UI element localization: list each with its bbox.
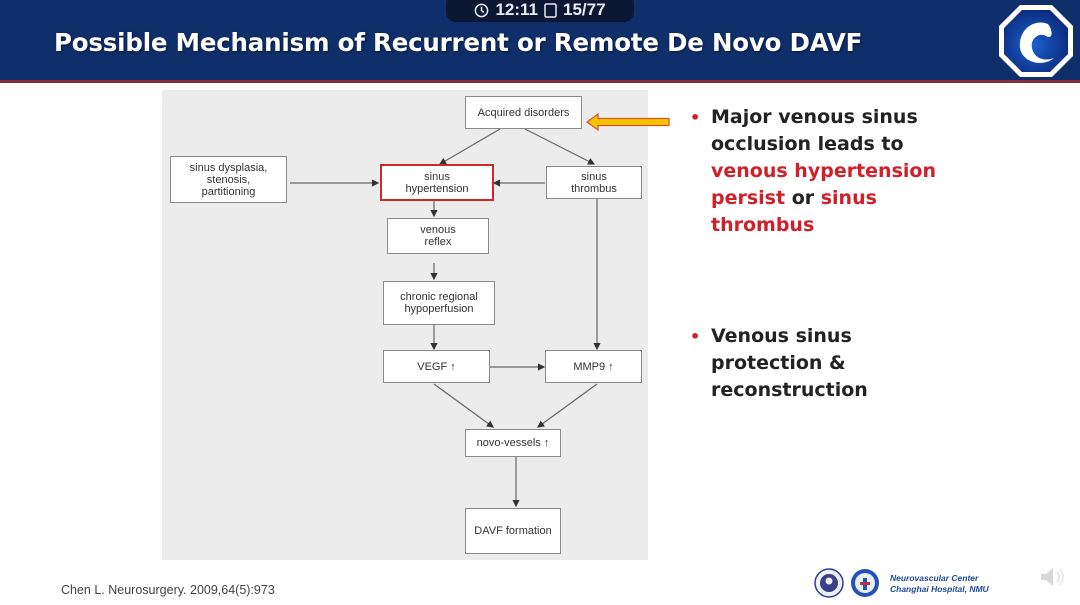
- bullet-text-highlight: sinus thrombus: [711, 187, 877, 236]
- node-label: novo-vessels ↑: [476, 437, 550, 449]
- slide-icon: [544, 2, 557, 18]
- slide-title: Possible Mechanism of Recurrent or Remot…: [54, 28, 863, 57]
- hospital-seal-icon: [851, 569, 879, 597]
- footer-line: Changhai Hospital, NMU: [890, 584, 989, 594]
- footer-logos: [814, 568, 880, 598]
- node-label: MMP9 ↑: [573, 360, 614, 373]
- node-acquired-disorders: Acquired disorders: [465, 96, 582, 129]
- speaker-icon[interactable]: [1038, 565, 1070, 593]
- node-label: DAVF formation: [474, 525, 552, 537]
- footer-line: Neurovascular Center: [890, 573, 979, 583]
- node-sinus-dysplasia: sinus dysplasia,stenosis,partitioning: [170, 156, 287, 203]
- node-vegf: VEGF ↑: [383, 350, 490, 383]
- node-novo-vessels: novo-vessels ↑: [465, 429, 561, 457]
- playback-status-bar: 12:11 15/77: [446, 0, 634, 22]
- bullet-dot: •: [690, 108, 701, 127]
- bullet-dot: •: [690, 327, 701, 346]
- citation: Chen L. Neurosurgery. 2009,64(5):973: [61, 583, 275, 597]
- bullet-text: Major venous sinus occlusion leads to: [711, 106, 918, 155]
- footer-institution: Neurovascular Center Changhai Hospital, …: [890, 573, 989, 595]
- bullet-item: • Major venous sinus occlusion leads to …: [690, 104, 960, 239]
- node-mmp9: MMP9 ↑: [545, 350, 642, 383]
- header-divider: [0, 80, 1080, 83]
- bullet-item: • Venous sinus protection & reconstructi…: [690, 323, 960, 404]
- time-readout: 12:11: [495, 0, 538, 19]
- node-label: Acquired disorders: [477, 106, 570, 119]
- node-davf-formation: DAVF formation: [465, 508, 561, 554]
- bullet-text: Venous sinus protection & reconstruction: [711, 325, 868, 401]
- node-label: sinus dysplasia,stenosis,partitioning: [189, 161, 268, 198]
- bullet-text: or: [785, 187, 821, 209]
- hospital-logo-icon: [996, 2, 1076, 80]
- clock-icon: [474, 3, 489, 18]
- node-label: VEGF ↑: [417, 360, 456, 373]
- bullet-text-highlight: venous hypertension persist: [711, 160, 936, 209]
- slide-counter: 15/77: [563, 0, 606, 19]
- bullet-list: • Major venous sinus occlusion leads to …: [690, 104, 960, 404]
- university-seal-icon: [814, 568, 844, 598]
